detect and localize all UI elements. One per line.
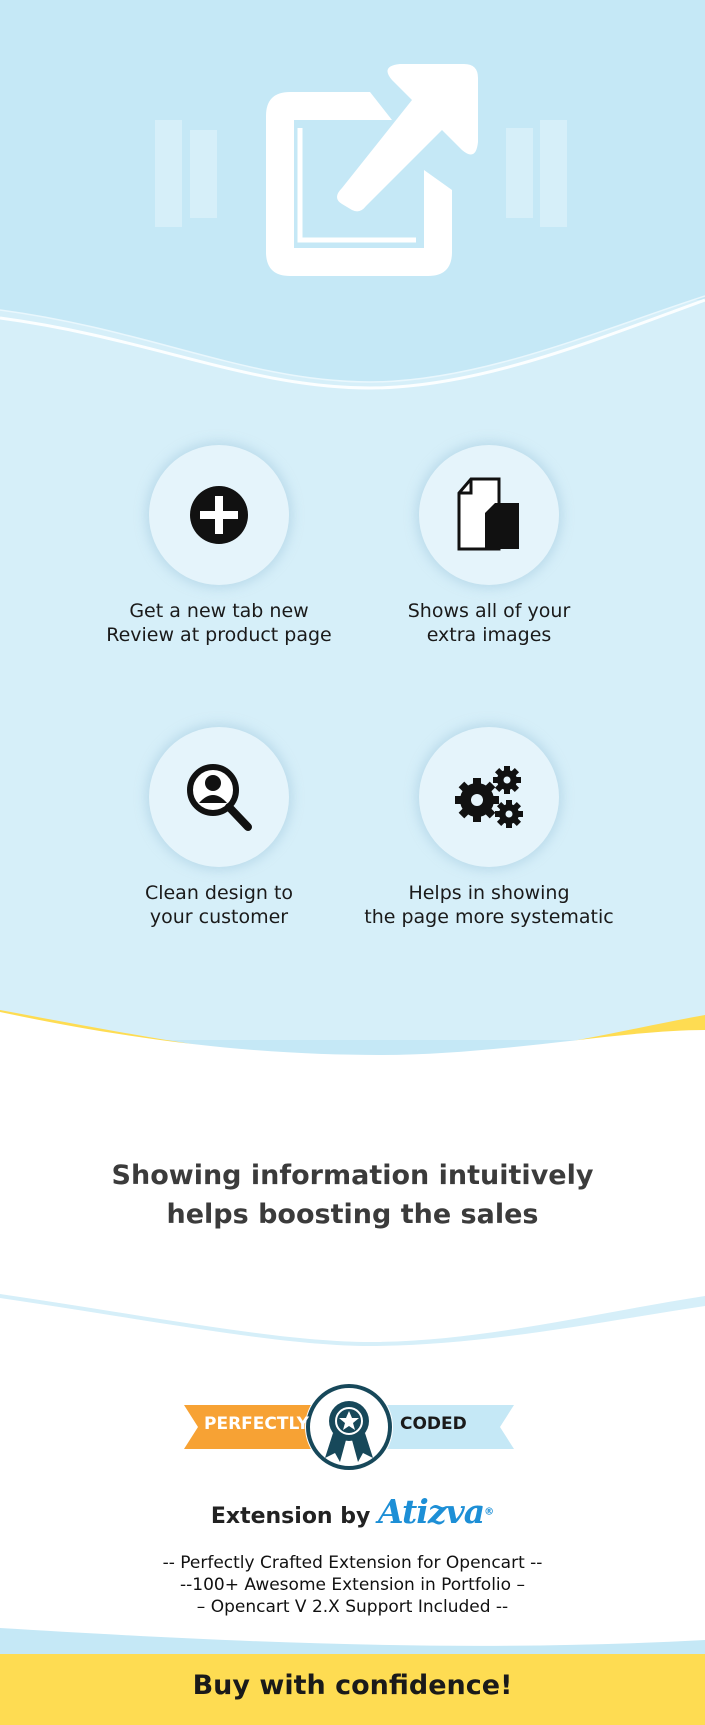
files-icon xyxy=(457,477,519,551)
tagline: – Opencart V 2.X Support Included -- xyxy=(196,1597,509,1617)
gears-icon xyxy=(455,766,523,828)
feature-label: Shows all of your extra images xyxy=(407,600,571,646)
buy-with-confidence[interactable]: Buy with confidence! xyxy=(192,1670,513,1701)
feature-icon-circle xyxy=(419,445,559,585)
registered-mark: ® xyxy=(484,1506,495,1518)
feature-clean-design: Clean design to your customer xyxy=(69,727,369,929)
footer-banner[interactable] xyxy=(0,1654,705,1725)
feature-label: Clean design to your customer xyxy=(144,882,294,928)
badge-right-text: CODED xyxy=(400,1414,467,1434)
brand-logo: Atizva xyxy=(378,1492,485,1531)
extension-by-prefix: Extension by xyxy=(210,1504,371,1529)
plus-circle-icon xyxy=(190,486,248,544)
feature-label: Helps in showing the page more systemati… xyxy=(364,882,614,928)
taglines: -- Perfectly Crafted Extension for Openc… xyxy=(0,1552,705,1618)
features-background xyxy=(0,300,705,1040)
tagline: -- Perfectly Crafted Extension for Openc… xyxy=(162,1553,543,1573)
extension-by: Extension by Atizva® xyxy=(0,1492,705,1531)
feature-icon-circle xyxy=(149,445,289,585)
external-link-icon xyxy=(155,64,567,276)
feature-new-tab: Get a new tab new Review at product page xyxy=(69,445,369,647)
feature-icon-circle xyxy=(419,727,559,867)
headline: Showing information intuitively helps bo… xyxy=(111,1160,594,1230)
magnifier-user-icon xyxy=(187,764,252,831)
feature-systematic: Helps in showing the page more systemati… xyxy=(339,727,639,929)
feature-label: Get a new tab new Review at product page xyxy=(106,600,332,646)
feature-icon-circle xyxy=(149,727,289,867)
badge-left-text: PERFECTLY xyxy=(204,1414,309,1434)
feature-extra-images: Shows all of your extra images xyxy=(339,445,639,647)
tagline: --100+ Awesome Extension in Portfolio – xyxy=(180,1575,525,1595)
